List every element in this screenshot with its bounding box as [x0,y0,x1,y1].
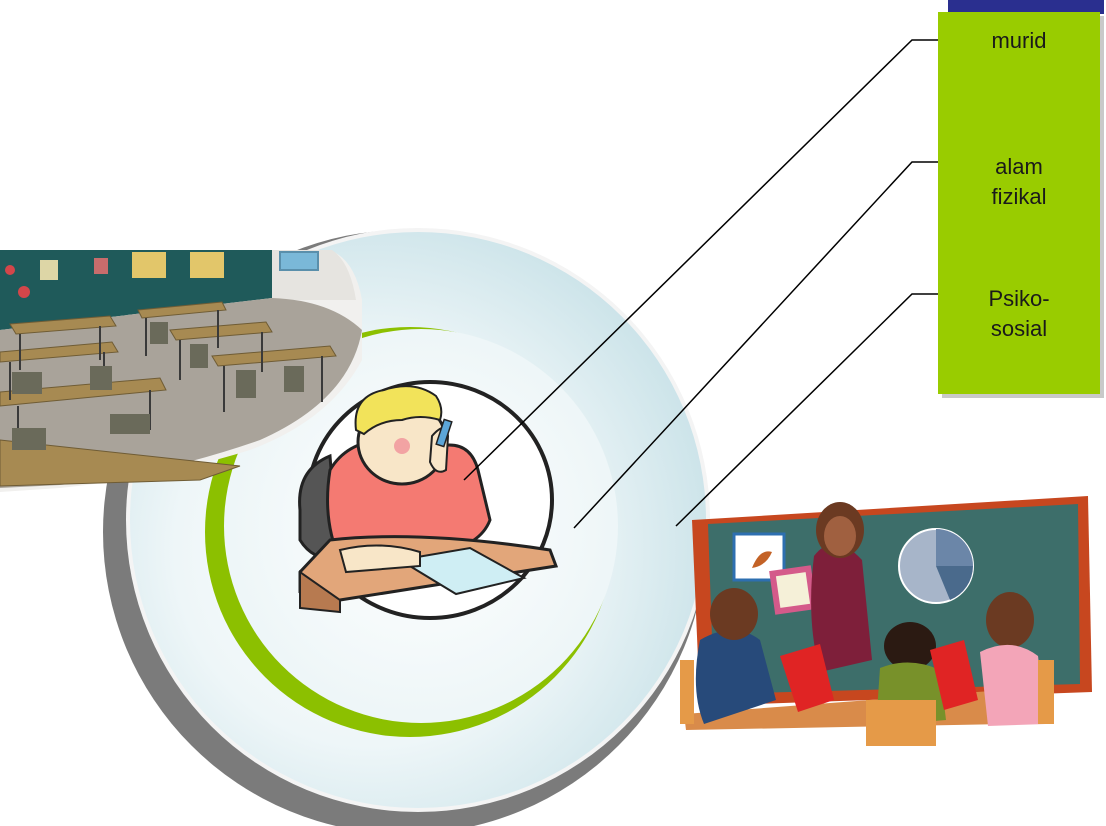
classroom-illustration [0,250,362,492]
label-murid: murid [991,28,1047,53]
callout-line-murid [463,39,940,481]
student-at-desk-illustration [298,380,559,620]
callout-lines [463,39,940,529]
panel-body [938,12,1100,394]
label-alam-fizikal: alam fizikal [991,154,1047,209]
label-psikososial: Psiko- sosial [988,286,1050,341]
callout-line-alam-fizikal [573,161,940,529]
panel-top-bar [948,0,1104,14]
label-panel: murid alam fizikal Psiko- sosial [938,0,1104,398]
teacher-and-students-illustration [680,496,1092,746]
callout-line-psikososial [675,293,940,527]
